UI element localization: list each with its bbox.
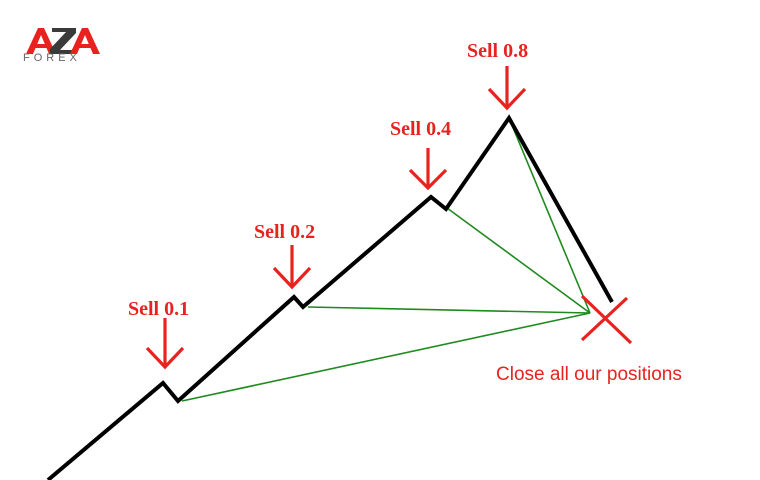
close-positions-label: Close all our positions	[496, 364, 682, 385]
sell-label-4: Sell 0.8	[467, 40, 529, 62]
price-line	[46, 114, 614, 480]
down-arrow-icon	[145, 318, 185, 370]
connector-line-1	[181, 312, 591, 402]
close-x-icon	[580, 294, 633, 345]
down-arrow-icon	[272, 245, 312, 290]
sell-label-2: Sell 0.2	[254, 221, 316, 243]
down-arrow-icon	[487, 66, 527, 111]
logo-subtitle: FOREX	[23, 52, 81, 64]
sell-label-1: Sell 0.1	[128, 298, 190, 320]
connector-lines	[181, 117, 591, 402]
sell-arrows	[145, 66, 527, 370]
connector-line-4	[508, 117, 591, 314]
aza-logo-icon	[26, 28, 100, 54]
sell-label-3: Sell 0.4	[390, 118, 452, 140]
down-arrow-icon	[408, 148, 448, 191]
connector-line-3	[446, 207, 591, 314]
connector-line-2	[307, 306, 591, 314]
